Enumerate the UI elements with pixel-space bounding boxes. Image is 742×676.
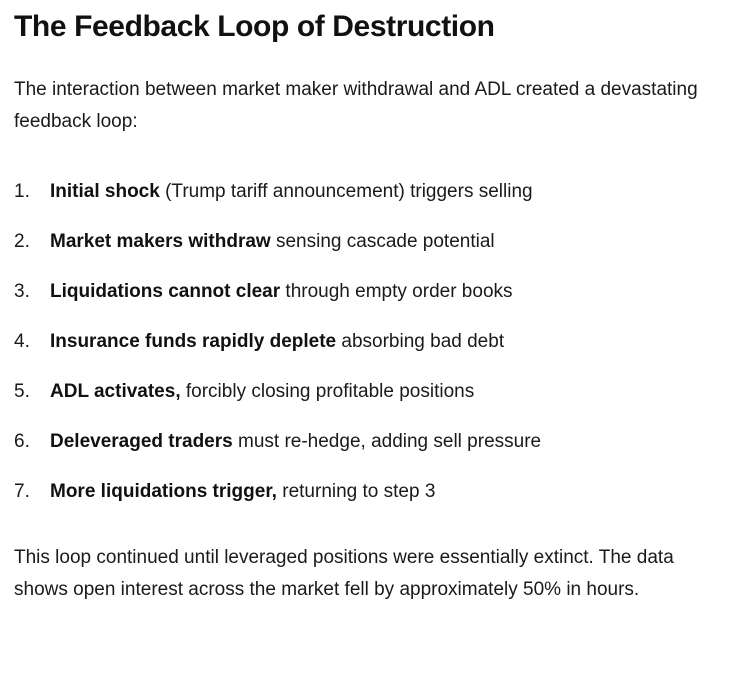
step-rest-text: (Trump tariff announcement) triggers sel… [159,181,533,202]
list-item: 7. More liquidations trigger, returning … [14,478,728,506]
list-item: 1. Initial shock (Trump tariff announcem… [14,178,728,206]
step-rest-text: absorbing bad debt [336,331,505,352]
list-item: 5. ADL activates, forcibly closing profi… [14,378,728,406]
intro-paragraph: The interaction between market maker wit… [14,79,698,132]
step-lead-text: More liquidations trigger, [50,481,277,502]
step-number: 2. [14,231,30,252]
step-number: 5. [14,381,30,402]
list-item: 6. Deleveraged traders must re-hedge, ad… [14,428,728,456]
step-rest-text: sensing cascade potential [270,231,495,252]
step-number: 4. [14,331,30,352]
step-lead-text: Insurance funds rapidly deplete [50,331,337,352]
step-number: 6. [14,431,30,452]
step-number: 7. [14,481,30,502]
list-item: 2. Market makers withdraw sensing cascad… [14,228,728,256]
step-lead-text: Market makers withdraw [50,231,271,252]
step-rest-text: must re-hedge, adding sell pressure [232,431,542,452]
feedback-loop-steps-list: 1. Initial shock (Trump tariff announcem… [14,178,728,506]
article-container: The Feedback Loop of Destruction The int… [14,10,728,600]
step-rest-text: returning to step 3 [276,481,436,502]
page-title: The Feedback Loop of Destruction [14,10,495,43]
list-item: 4. Insurance funds rapidly deplete absor… [14,328,728,356]
step-lead-text: Initial shock [50,181,160,202]
list-item: 3. Liquidations cannot clear through emp… [14,278,728,306]
step-number: 3. [14,281,30,302]
step-number: 1. [14,181,30,202]
step-lead-text: Deleveraged traders [50,431,233,452]
step-lead-text: Liquidations cannot clear [50,281,281,302]
closing-paragraph: This loop continued until leveraged posi… [14,547,674,600]
step-rest-text: through empty order books [280,281,513,302]
step-lead-text: ADL activates, [50,381,181,402]
step-rest-text: forcibly closing profitable positions [180,381,475,402]
